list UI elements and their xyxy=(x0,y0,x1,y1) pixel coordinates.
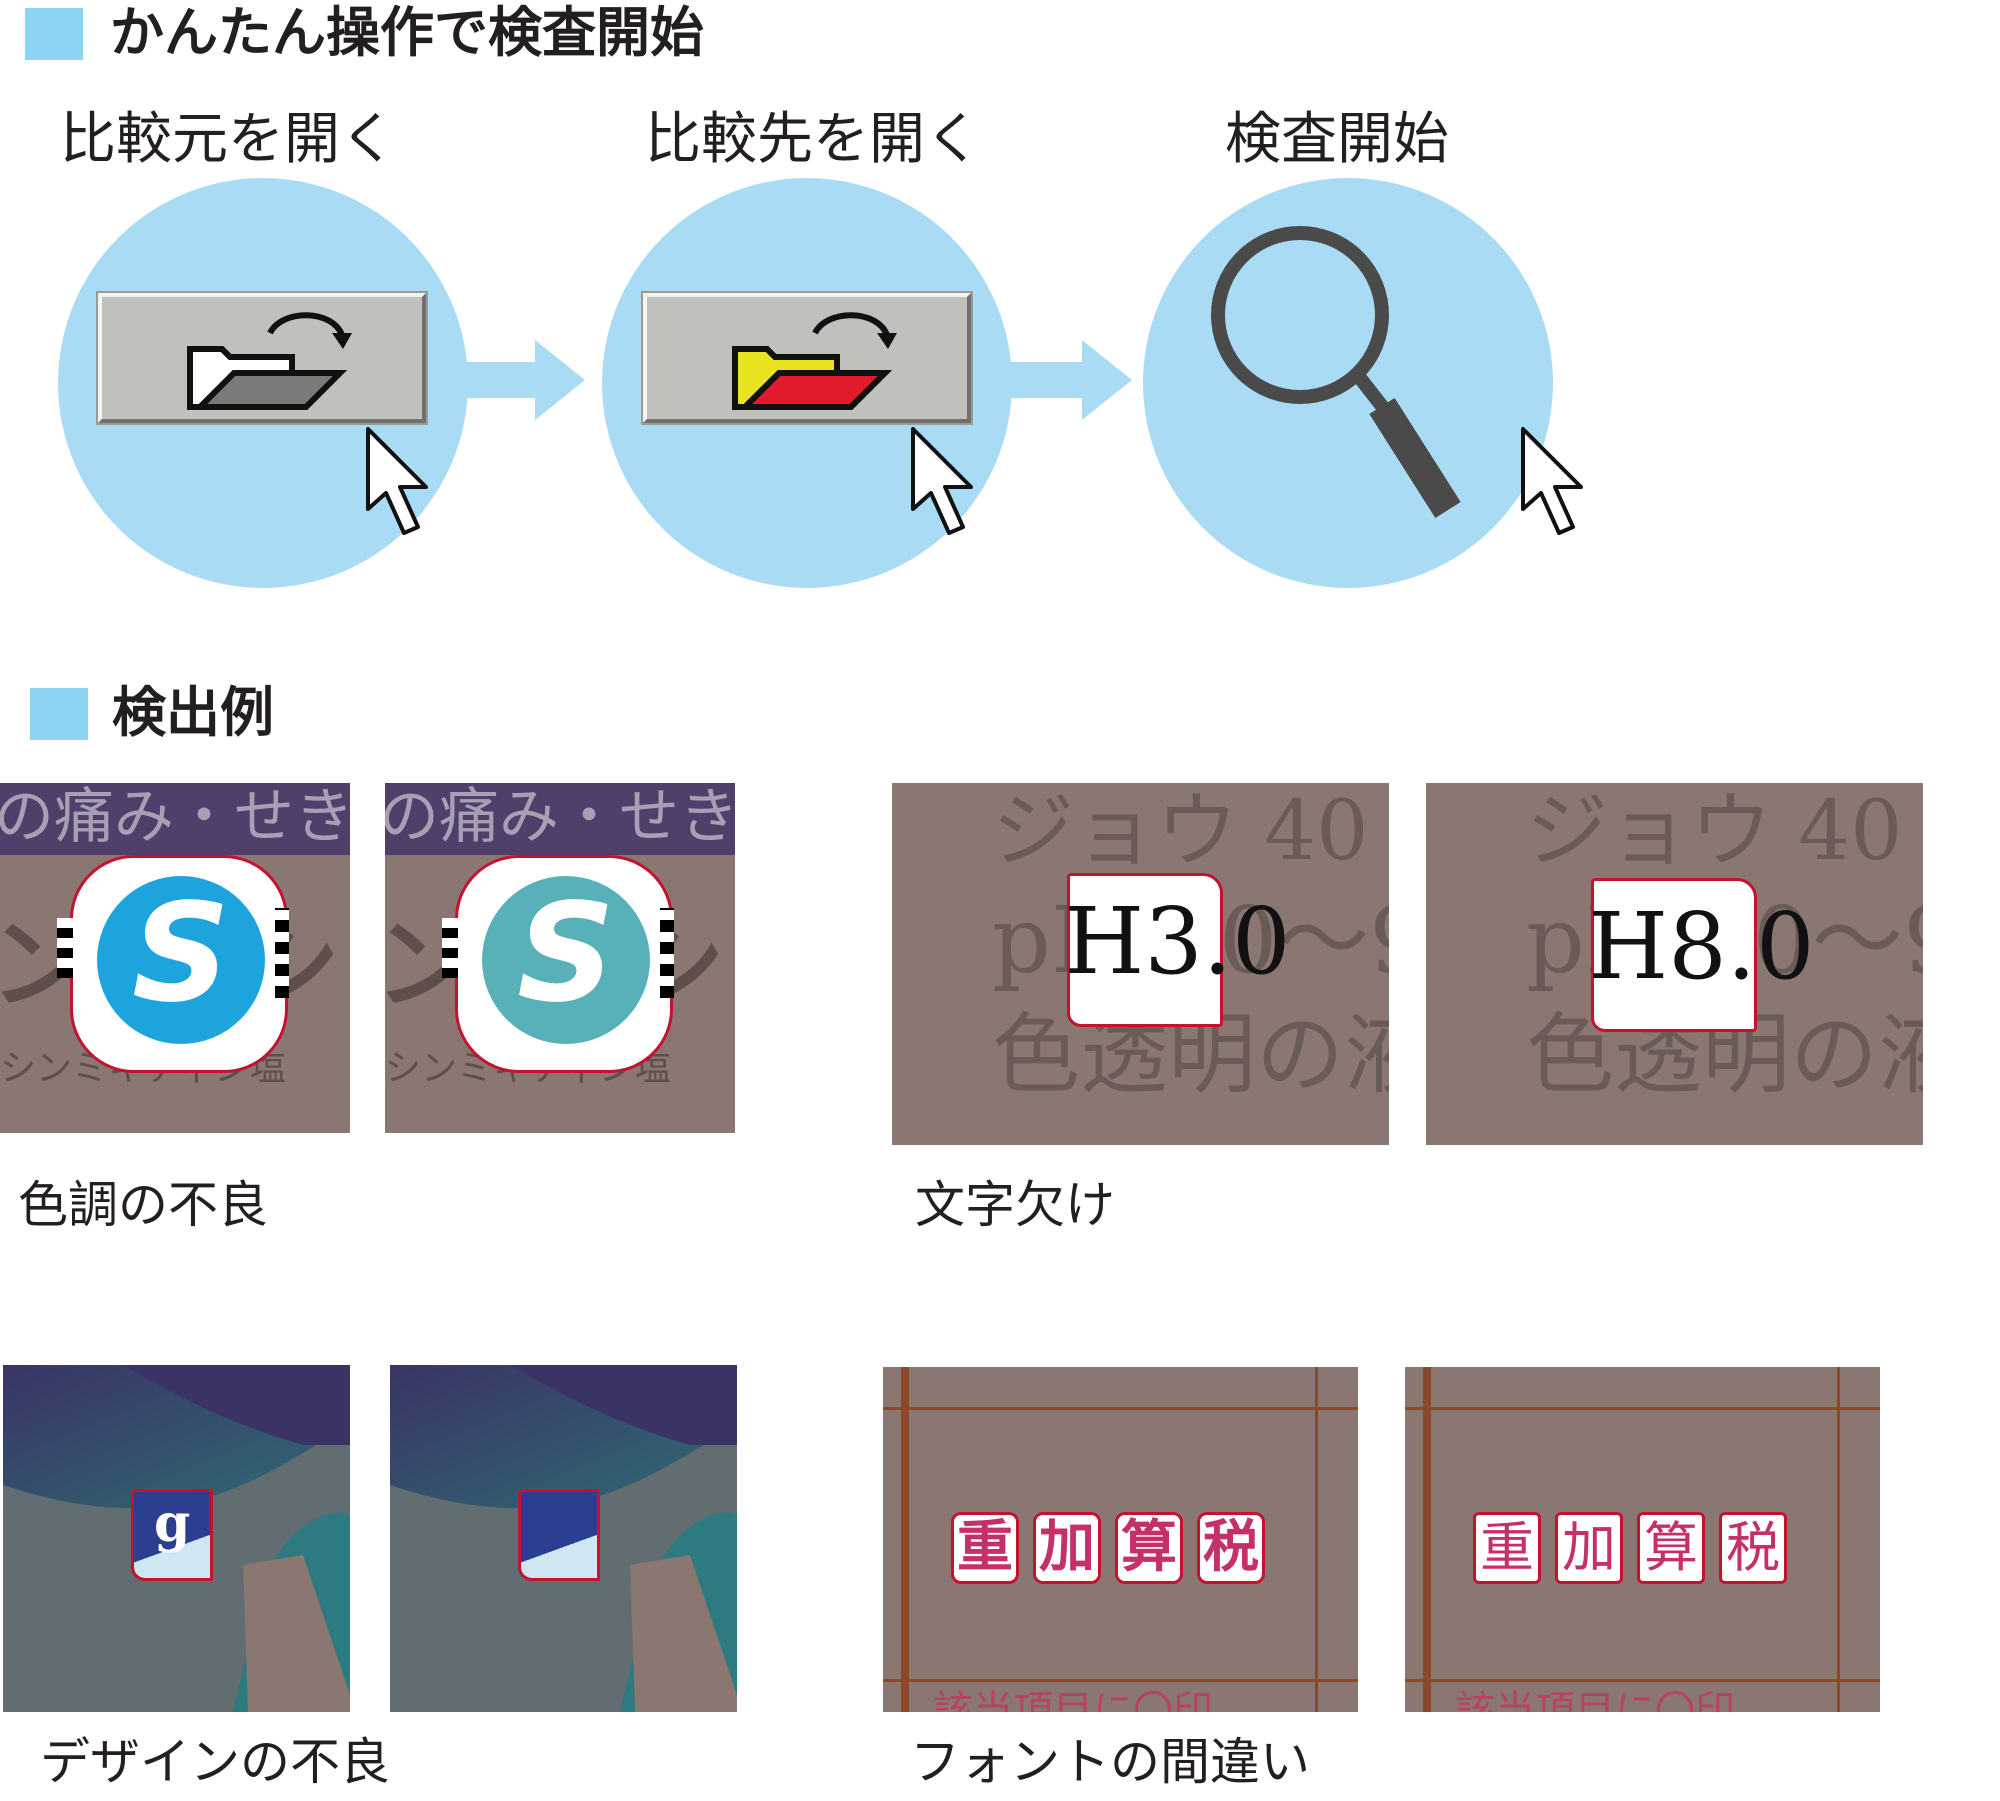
missing-char-text: H3.0 xyxy=(1064,888,1291,995)
font-char: 税 xyxy=(1719,1512,1787,1584)
section-title-detection-examples: 検出例 xyxy=(112,681,274,744)
missing-char-panel-source: ジョウ 40 pH3.0〜9 色透明の液 H3.0 xyxy=(892,783,1389,1145)
step-label-start-inspection: 検査開始 xyxy=(1225,107,1449,172)
difference-highlight: S xyxy=(442,855,674,1073)
font-char: 算 xyxy=(1637,1512,1705,1584)
bg-text-line: ジョウ 40 xyxy=(992,784,1369,879)
logo-letter: S xyxy=(132,875,230,1033)
missing-char-panel-target: ジョウ 40 pH8.0〜9 色透明の液 H8.0 xyxy=(1426,783,1923,1145)
flow-arrow-2 xyxy=(1002,340,1132,420)
caption-missing-char: 文字欠け xyxy=(915,1176,1115,1234)
difference-highlight: H3.0 xyxy=(1064,873,1291,1027)
bg-text-line: 該当項目に〇印 xyxy=(1455,1688,1735,1712)
open-target-button[interactable] xyxy=(643,293,971,423)
mouse-cursor-icon xyxy=(366,427,428,535)
open-folder-colored-icon xyxy=(732,312,897,410)
difference-highlight xyxy=(518,1489,600,1581)
section-marker-square xyxy=(30,688,88,740)
design-panel-source: g xyxy=(3,1365,350,1712)
logo-circle: S xyxy=(97,876,265,1044)
section-title-easy-operation: かんたん操作で検査開始 xyxy=(110,1,704,64)
mouse-cursor-icon xyxy=(911,427,973,535)
font-char: 加 xyxy=(1033,1512,1101,1584)
section-marker-square xyxy=(25,8,83,60)
difference-highlight: H8.0 xyxy=(1588,878,1815,1032)
design-panel-target xyxy=(390,1365,737,1712)
bg-text-line: ジョウ 40 xyxy=(1526,784,1903,879)
font-char: 加 xyxy=(1555,1512,1623,1584)
font-char: 税 xyxy=(1197,1512,1265,1584)
color-tone-panel-target: の痛み・せき ンシ シンミキティン塩 S xyxy=(385,783,735,1133)
logo-letter: S xyxy=(517,875,615,1033)
open-source-button[interactable] xyxy=(98,293,426,423)
font-panel-target: 該当項目に〇印 重 加 算 税 xyxy=(1405,1367,1880,1712)
color-tone-panel-source: の痛み・せき ンシ シンミキティン塩 S xyxy=(0,783,350,1133)
bg-text-line: の痛み・せき xyxy=(0,783,350,852)
caption-design: デザインの不良 xyxy=(40,1733,390,1791)
font-panel-source: 該当項目に〇印 重 加 算 税 xyxy=(883,1367,1358,1712)
design-glyph: g xyxy=(154,1493,191,1554)
difference-highlight: S xyxy=(57,855,289,1073)
open-folder-icon xyxy=(187,312,352,410)
font-char: 重 xyxy=(951,1512,1019,1584)
step-label-open-source: 比較元を開く xyxy=(60,107,396,172)
font-char: 算 xyxy=(1115,1512,1183,1584)
logo-circle: S xyxy=(482,876,650,1044)
bg-text-line: の痛み・せき xyxy=(385,783,735,852)
bg-text-line: 該当項目に〇印 xyxy=(933,1688,1213,1712)
caption-wrong-font: フォントの間違い xyxy=(910,1733,1310,1791)
difference-highlight: g xyxy=(131,1489,213,1581)
flow-arrow-1 xyxy=(455,340,585,420)
step-label-open-target: 比較先を開く xyxy=(645,107,981,172)
caption-color-tone: 色調の不良 xyxy=(18,1176,268,1234)
mouse-cursor-icon xyxy=(1521,427,1583,535)
magnifier-icon[interactable] xyxy=(1200,220,1480,540)
missing-char-text: H8.0 xyxy=(1588,893,1815,1000)
font-char: 重 xyxy=(1473,1512,1541,1584)
